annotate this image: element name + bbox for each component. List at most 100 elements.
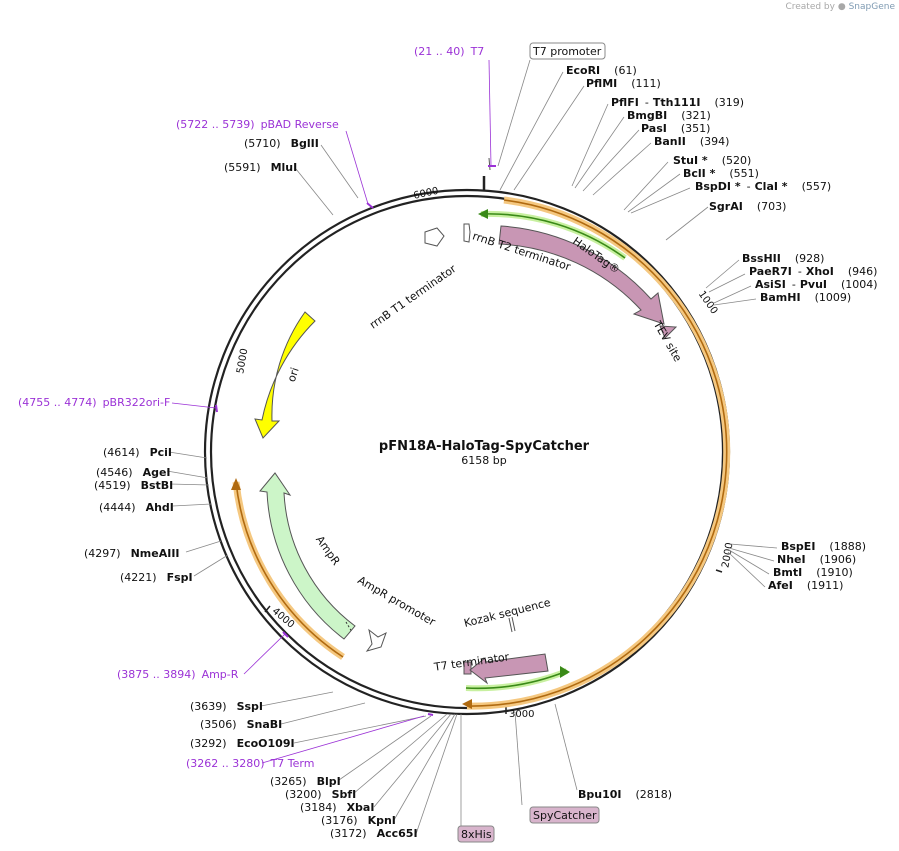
tick-1000: 1000: [696, 289, 720, 316]
connector-stui: [623, 161, 669, 211]
site-bstbi[interactable]: (4519)BstBI: [94, 479, 173, 492]
site-bmgbi[interactable]: BmgBI(321): [627, 109, 711, 122]
orf-green-bottom-core: [465, 670, 568, 690]
site-ahdi[interactable]: (4444)AhdI: [99, 501, 174, 514]
site-paer7i-xhoi[interactable]: PaeR7I-XhoI(946): [749, 265, 877, 278]
site-agei[interactable]: (4546)AgeI: [96, 466, 171, 479]
credit-brand: SnapGene: [848, 2, 895, 12]
tick-2000: 2000: [720, 542, 735, 569]
spycatcher-label: SpyCatcher: [533, 809, 597, 822]
site-pflmi[interactable]: PflMI(111): [586, 77, 661, 90]
site-afei[interactable]: AfeI(1911): [768, 579, 843, 592]
site-blpi[interactable]: (3265)BlpI: [270, 775, 341, 788]
connector-bglii: [320, 144, 359, 199]
site-stui[interactable]: StuI *(520): [673, 154, 751, 167]
orf-green-bottom-arrowhead: [560, 666, 570, 678]
tick-4000-mark: [264, 605, 271, 613]
site-ecoo109i[interactable]: (3292)EcoO109I: [190, 737, 295, 750]
connector-afei: [727, 551, 766, 588]
connector-agei: [166, 470, 209, 479]
site-kpni[interactable]: (3176)KpnI: [321, 814, 396, 827]
rrnb-t2-terminator-arrow[interactable]: [463, 223, 471, 243]
connector-pbr322: [171, 402, 217, 409]
site-pcii[interactable]: (4614)PciI: [103, 446, 172, 459]
spycatcher-arrow[interactable]: [469, 653, 549, 685]
connector-pflfi: [571, 103, 609, 187]
tev-site-arrow[interactable]: [659, 325, 678, 339]
site-banii[interactable]: BanII(394): [654, 135, 729, 148]
site-bcli[interactable]: BclI *(551): [683, 167, 759, 180]
credit-prefix: Created by: [785, 2, 835, 12]
connector-t7-promoter: [497, 59, 531, 167]
t7-promoter-box[interactable]: [529, 42, 606, 60]
site-sspi[interactable]: (3639)SspI: [190, 700, 263, 713]
site-acc65i[interactable]: (3172)Acc65I: [330, 827, 418, 840]
halotag-arrow[interactable]: [498, 225, 665, 325]
t7-promoter-mark: [488, 157, 491, 171]
site-bmti[interactable]: BmtI(1910): [773, 566, 853, 579]
connector-sspi: [260, 691, 334, 707]
orf-arc-halotag-spycatcher-core: [466, 199, 728, 707]
connector-ecoo109i: [293, 715, 427, 744]
site-nhei[interactable]: NheI(1906): [777, 553, 856, 566]
site-sbfi[interactable]: (3200)SbfI: [285, 788, 356, 801]
site-bglii[interactable]: (5710)BglII: [244, 137, 319, 150]
t7-terminator-mark[interactable]: [463, 661, 472, 675]
t7-promoter-label: T7 promoter: [532, 45, 602, 58]
snapgene-logo-icon: ●: [837, 2, 846, 12]
rrnb-t1-terminator-arrow[interactable]: [424, 227, 445, 247]
connector-paer7i: [708, 273, 746, 293]
ampr-promoter-label: AmpR promoter: [355, 574, 438, 629]
plasmid-name: pFN18A-HaloTag-SpyCatcher: [379, 439, 590, 454]
primer-t7-label[interactable]: (21 .. 40)T7: [414, 45, 484, 58]
ampr-promoter-arrow[interactable]: [365, 628, 387, 652]
ori-label: ori: [285, 366, 302, 384]
primer-t7-term-label[interactable]: (3262 .. 3280)T7 Term: [186, 757, 314, 770]
primer-t7term-mark: [427, 713, 434, 716]
primer-pbr322ori-label[interactable]: (4755 .. 4774)pBR322ori-F: [18, 396, 170, 409]
connector-bsshii: [705, 259, 740, 289]
site-pflfi-tth111i[interactable]: PflFI-Tth111I(319): [611, 96, 744, 109]
site-bsshii[interactable]: BssHII(928): [742, 252, 824, 265]
site-pasi[interactable]: PasI(351): [641, 122, 710, 135]
site-snabi[interactable]: (3506)SnaBI: [200, 718, 282, 731]
site-ecori[interactable]: EcoRI(61): [566, 64, 637, 77]
connector-ampr-primer: [243, 633, 286, 675]
site-asisi-pvui[interactable]: AsiSI-PvuI(1004): [755, 278, 878, 291]
connector-blpi: [338, 715, 432, 781]
kozak-marker-a: [508, 617, 513, 633]
orf-arcs: [231, 196, 731, 710]
connector-xbai: [373, 713, 452, 808]
spycatcher-box[interactable]: [529, 806, 600, 824]
connector-asisi: [713, 285, 752, 304]
connector-mlui: [295, 168, 334, 216]
connector-lines: [166, 59, 778, 835]
site-bspdi-clai[interactable]: BspDI *-ClaI *(557): [695, 180, 831, 193]
connector-snabi: [280, 702, 366, 725]
site-sgrai[interactable]: SgrAI(703): [709, 200, 786, 213]
connector-bstbi: [169, 483, 210, 486]
plasmid-length: 6158 bp: [461, 454, 506, 467]
primer-pbad-reverse-label[interactable]: (5722 .. 5739)pBAD Reverse: [176, 118, 339, 131]
connector-pcii: [168, 451, 208, 459]
site-bamhi[interactable]: BamHI(1009): [760, 291, 851, 304]
primer-pbr322-mark: [215, 404, 218, 413]
primer-amp-r-label[interactable]: (3875 .. 3894)Amp-R: [117, 668, 239, 681]
site-fspi[interactable]: (4221)FspI: [120, 571, 193, 584]
site-bspei[interactable]: BspEI(1888): [781, 540, 866, 553]
connector-bcli: [627, 173, 681, 213]
8xhis-box[interactable]: [457, 825, 495, 843]
rrnb-t1-label: rrnB T1 terminator: [367, 262, 459, 332]
orf-green-top-core: [480, 213, 626, 259]
8xhis-label: 8xHis: [461, 828, 492, 841]
site-xbai[interactable]: (3184)XbaI: [300, 801, 374, 814]
orf-arrowhead-left: [231, 478, 241, 490]
site-nmeaiii[interactable]: (4297)NmeAIII: [84, 547, 180, 560]
orf-green-top-arrowhead: [478, 209, 488, 219]
ori-arrow[interactable]: [254, 311, 316, 439]
site-mlui[interactable]: (5591)MluI: [224, 161, 297, 174]
ampr-arrow[interactable]: [259, 472, 356, 640]
site-bpu10i[interactable]: Bpu10I(2818): [578, 788, 672, 801]
connector-sbfi: [352, 713, 448, 795]
